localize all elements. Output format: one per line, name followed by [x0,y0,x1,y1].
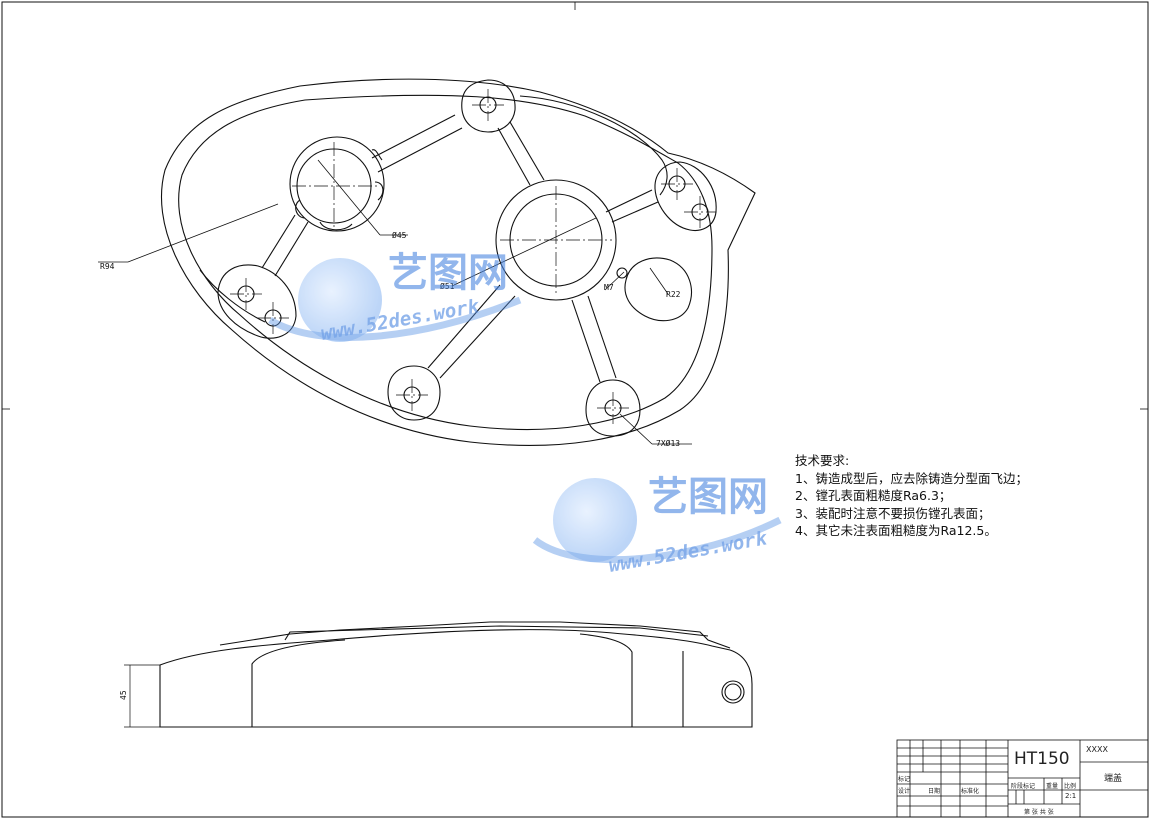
side-view [159,621,753,728]
label-stage: 阶段标记 [1011,783,1036,790]
dim-r94: R94 [100,262,115,271]
note-item-3: 3、装配时注意不要损伤镗孔表面； [795,505,991,521]
watermark-globe [298,258,382,342]
title-block [896,739,1149,818]
side-hole-inner [724,683,742,701]
label-scale: 比例 [1064,783,1077,790]
rib [371,114,456,159]
dim-d45: Ø45 [392,230,407,240]
technical-notes: 技术要求: 1、铸造成型后，应去除铸造分型面飞边； 2、镗孔表面粗糙度Ra6.3… [795,452,1028,540]
material-label: HT150 [1014,749,1070,769]
watermark-globe [553,478,637,562]
rib [497,127,531,186]
dim-height: 45 [119,690,128,700]
leader-lines [98,159,692,445]
part-name: 端盖 [1104,774,1123,784]
rib [274,221,309,277]
dim-d51: Ø51 [440,281,455,291]
threaded-hole-m7 [616,267,628,279]
note-item-4: 4、其它未注表面粗糙度为Ra12.5。 [795,523,997,538]
notes-title: 技术要求: [795,453,850,468]
rib [509,121,545,181]
dim-r22: R22 [666,290,681,299]
lug-bottom-left [387,365,441,421]
watermark-swoosh [532,516,782,564]
side-upper-edge [284,625,709,641]
note-item-2: 2、镗孔表面粗糙度Ra6.3； [795,488,952,503]
watermark-2: 艺图网 www.52des.work [532,474,782,577]
label-date: 日期 [928,788,941,795]
watermark-1: 艺图网 www.52des.work [268,250,522,345]
center-lines [230,89,716,424]
inner-contour [178,94,713,431]
side-curve [251,633,633,727]
rib [427,284,501,369]
rib [587,295,617,379]
watermark-swoosh [268,296,522,341]
side-hole [721,680,745,704]
lug-left [217,264,297,339]
rib [439,295,516,379]
dim-holes: 7XØ13 [656,438,680,448]
label-weight: 重量 [1046,783,1059,790]
label-mark: 标记 [898,776,911,783]
label-design: 设计 [898,788,911,795]
note-item-1: 1、铸造成型后，应去除铸造分型面飞边； [795,470,1028,486]
boss-small-lug [295,149,384,231]
lug-bottom-right [585,379,641,437]
drawing-code: XXXX [1086,745,1108,754]
lug-right [654,161,717,232]
side-top-flange [219,621,731,649]
dim-m7: M7 [604,283,614,292]
watermark-brand: 艺图网 [388,250,508,296]
rib [571,299,601,383]
r22-boss [624,257,692,322]
boss-large-outer [495,179,617,301]
rib [377,127,463,173]
height-dimension [124,664,160,728]
label-standardize: 标准化 [961,788,980,795]
rib [611,201,659,223]
rib [261,214,296,269]
scale-value: 2:1 [1065,792,1077,800]
outer-contour [160,78,756,446]
rib [605,189,653,213]
lug-top [461,79,516,133]
boss-small-outer [289,136,385,232]
side-outline [159,629,753,728]
label-sheet: 第 张 共 张 [1024,809,1054,816]
watermark-brand: 艺图网 [648,474,768,520]
